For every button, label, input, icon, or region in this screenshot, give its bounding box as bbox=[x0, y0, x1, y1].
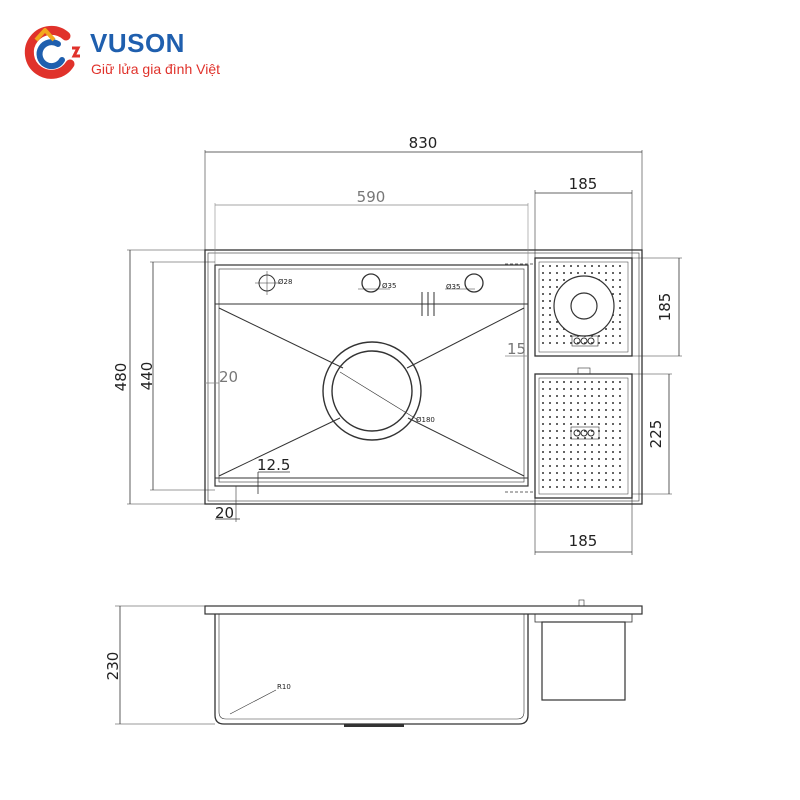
outer-rim bbox=[204, 249, 643, 505]
dim-rim-offset: 20 bbox=[215, 504, 234, 522]
dim-basin-width: 590 bbox=[357, 188, 386, 206]
tap-hole-3 bbox=[464, 273, 484, 293]
perforation-bottom bbox=[542, 381, 621, 488]
outer-rim-inner bbox=[207, 252, 640, 502]
cup-holder-inner bbox=[570, 292, 598, 320]
dim-accessory-height-top: 185 bbox=[656, 293, 674, 322]
brand-name: VUSON bbox=[90, 28, 185, 58]
dim-height: 230 bbox=[104, 652, 122, 681]
side-view: R10 230 bbox=[104, 599, 643, 727]
tray-handle-top-icon bbox=[571, 335, 599, 347]
brand-slogan: Giữ lửa gia đình Việt bbox=[91, 61, 221, 77]
drain-inner bbox=[331, 350, 413, 432]
corner-radius-label: R10 bbox=[277, 683, 291, 691]
side-accessory-basket bbox=[541, 621, 626, 701]
dim-inner-offset: 20 bbox=[219, 368, 238, 386]
overflow-icon bbox=[413, 292, 443, 316]
dim-ledge-offset: 15 bbox=[507, 340, 526, 358]
dim-accessory-height-bottom: 225 bbox=[647, 420, 665, 449]
tap-hole-2 bbox=[361, 273, 381, 293]
dim-overall-depth: 480 bbox=[112, 363, 130, 392]
dim-basin-depth: 440 bbox=[138, 362, 156, 391]
drain-label: Ø180 bbox=[416, 416, 435, 424]
cup-holder-outer bbox=[553, 275, 615, 337]
dim-accessory-width-bottom: 185 bbox=[569, 532, 598, 550]
tray-handle-bottom-icon bbox=[570, 426, 600, 440]
side-basin bbox=[214, 614, 529, 725]
main-basin bbox=[214, 264, 529, 487]
logo-mark-icon bbox=[24, 25, 81, 79]
hole-1-label: Ø28 bbox=[278, 278, 292, 286]
accessory-tray-top bbox=[534, 257, 633, 357]
side-rim bbox=[204, 605, 643, 615]
hole-2-label: Ø35 bbox=[382, 282, 396, 290]
dim-step-depth: 12.5 bbox=[257, 456, 290, 474]
main-basin-inner bbox=[218, 268, 525, 483]
top-view: Ø180 Ø28 Ø35 Ø35 bbox=[112, 134, 682, 555]
brand-logo bbox=[14, 22, 254, 84]
hole-3-label: Ø35 bbox=[446, 283, 460, 291]
dim-accessory-width-top: 185 bbox=[569, 175, 598, 193]
dim-overall-width: 830 bbox=[409, 134, 438, 152]
side-drain bbox=[344, 724, 404, 727]
drain-outer bbox=[322, 341, 422, 441]
